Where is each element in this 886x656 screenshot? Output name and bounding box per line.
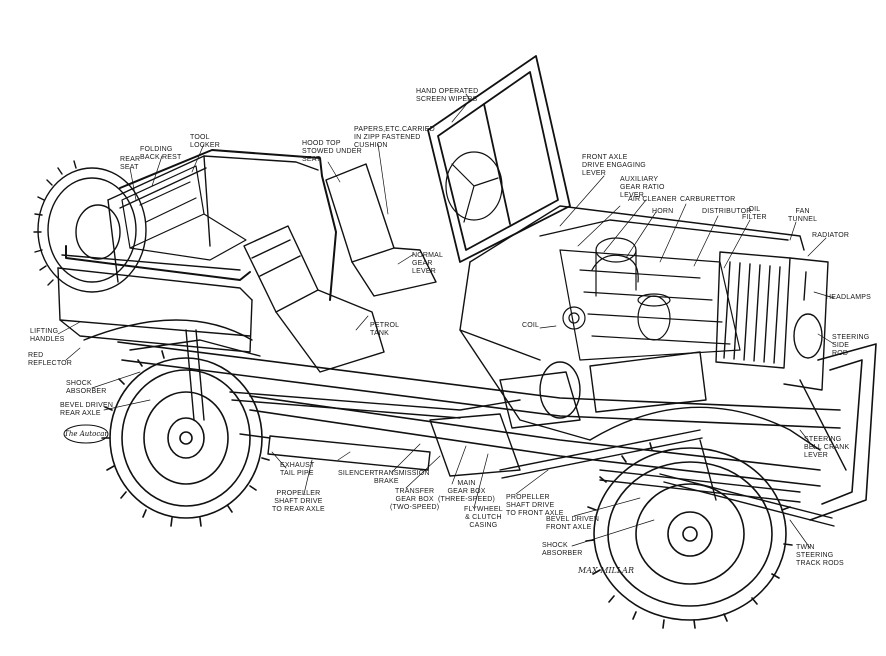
front-seat-forward	[325, 163, 437, 297]
label-lifting-handles: LIFTING HANDLES	[30, 328, 65, 343]
label-shock-absorber-rear: SHOCK ABSORBER	[66, 380, 107, 395]
label-main-gear-box: MAIN GEAR BOX (THREE-SPEED)	[438, 480, 496, 503]
front-grille	[783, 257, 829, 391]
label-coil: COIL	[522, 322, 540, 329]
label-shock-absorber-front: SHOCK ABSORBER	[542, 542, 583, 557]
label-silencer: SILENCER	[338, 470, 375, 477]
label-hood-top: HOOD TOP STOWED UNDER SEAT	[302, 140, 362, 163]
label-front-axle-lever: FRONT AXLE DRIVE ENGAGING LEVER	[582, 154, 646, 177]
label-transfer-gear-box: TRANSFER GEAR BOX (TWO-SPEED)	[390, 488, 440, 511]
label-transmission-brake: TRANSMISSION BRAKE	[374, 470, 430, 485]
front-seat-rear	[243, 225, 385, 373]
chassis-frame	[117, 341, 877, 521]
label-rear-seat: REAR SEAT	[120, 156, 141, 171]
label-tool-locker: TOOL LOCKER	[190, 134, 220, 149]
engine-block	[559, 237, 741, 361]
label-normal-gear-lever: NORMAL GEAR LEVER	[412, 252, 444, 275]
windscreen-frame	[427, 55, 571, 263]
label-bevel-driven-front-axle: BEVEL DRIVEN FRONT AXLE	[546, 516, 600, 531]
artist-signature: MAX MILLAR	[578, 566, 634, 575]
label-twin-steering-track-rods: TWIN STEERING TRACK RODS	[796, 544, 844, 567]
rear-seat	[121, 165, 247, 261]
label-hand-operated-screen-wipers: HAND OPERATED SCREEN WIPERS	[416, 88, 479, 103]
label-red-reflector: RED REFLECTOR	[28, 352, 73, 367]
label-horn: HORN	[652, 208, 674, 215]
label-fan-tunnel: FAN TUNNEL	[788, 208, 818, 223]
label-auxiliary-gear-lever: AUXILIARY GEAR RATIO LEVER	[620, 176, 665, 199]
label-flywheel-clutch: FLYWHEEL & CLUTCH CASING	[464, 506, 503, 529]
rear-body-tub	[57, 155, 319, 353]
label-oil-filter: OIL FILTER	[742, 206, 767, 221]
drive-train	[229, 351, 707, 479]
label-steering-bell-crank: STEERING BELL CRANK LEVER	[804, 436, 850, 459]
label-petrol-tank: PETROL TANK	[370, 322, 400, 337]
leader-lines	[57, 93, 835, 549]
label-papers-carried: PAPERS,ETC.CARRIED IN ZIPP FASTENED CUSH…	[354, 126, 435, 149]
body-rails	[65, 149, 337, 301]
rear-suspension	[129, 329, 261, 421]
rear-wheel	[101, 350, 270, 527]
exhaust-silencer	[239, 433, 431, 471]
label-carburettor: CARBURETTOR	[680, 196, 736, 203]
label-headlamps: HEADLAMPS	[826, 294, 871, 301]
front-axle	[599, 379, 847, 527]
label-radiator: RADIATOR	[812, 232, 850, 239]
spare-wheel	[33, 160, 147, 293]
label-propeller-rear: PROPELLER SHAFT DRIVE TO REAR AXLE	[272, 490, 325, 513]
front-fender	[459, 329, 821, 451]
label-air-cleaner: AIR CLEANER	[628, 196, 677, 203]
label-steering-side-rod: STEERING SIDE ROD	[832, 334, 870, 357]
autocar-logo: The Autocar	[63, 424, 109, 444]
label-folding-back-rest: FOLDING BACK REST	[140, 146, 182, 161]
label-propeller-front: PROPELLER SHAFT DRIVE TO FRONT AXLE	[506, 494, 564, 517]
rear-fender	[83, 319, 253, 341]
label-distributor: DISTRIBUTOR	[702, 208, 752, 215]
steering-wheel	[445, 151, 503, 223]
radiator	[715, 251, 791, 369]
label-exhaust-tail-pipe: EXHAUST TAIL PIPE	[280, 462, 315, 477]
label-bevel-driven-rear-axle: BEVEL DRIVEN REAR AXLE	[60, 402, 114, 417]
svg-text:The Autocar: The Autocar	[64, 430, 108, 438]
scuttle-hood	[459, 205, 805, 361]
